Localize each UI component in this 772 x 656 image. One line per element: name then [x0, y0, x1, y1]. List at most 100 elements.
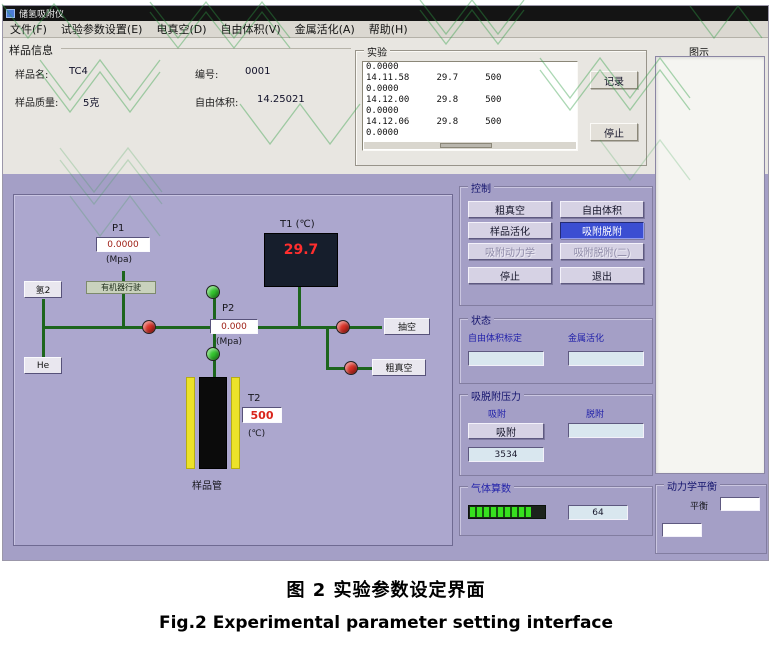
adsorb-label: 吸附: [488, 410, 507, 420]
t2-unit: (℃): [248, 429, 266, 439]
free-volume-value: 14.25021: [257, 94, 305, 105]
p1-label: P1: [112, 223, 125, 234]
valve-p2-green[interactable]: [206, 285, 220, 299]
status-title: 状态: [468, 312, 494, 327]
divider: [61, 48, 351, 49]
gas-led-fill: [470, 507, 531, 517]
pipe-branch-vertical: [326, 328, 329, 370]
sample-name-value: TC4: [69, 66, 88, 77]
gas-title: 气体算数: [468, 480, 514, 495]
pipe-tag-label: 有机器行驶: [86, 281, 156, 294]
experiment-title: 实验: [364, 44, 390, 59]
sample-mass-label: 样品质量:: [15, 98, 59, 109]
valve-rough-vacuum-red[interactable]: [344, 361, 358, 375]
adsorb-button[interactable]: 吸附: [468, 423, 544, 439]
gas-group: 气体算数 64: [459, 480, 653, 536]
caption-chinese: 图 2 实验参数设定界面: [286, 580, 486, 601]
experiment-group: 实验 0.0000 14.11.58 29.7 500 0.0000 14.12…: [355, 44, 647, 166]
window-title: 储氢吸附仪: [19, 10, 65, 20]
sample-id-value: 0001: [245, 66, 271, 77]
menu-bar: 文件(F) 试验参数设置(E) 电真空(D) 自由体积(V) 金属活化(A) 帮…: [3, 21, 768, 38]
display-title: 图示: [689, 48, 709, 59]
balance-field-1[interactable]: [720, 497, 760, 511]
control-rough-vacuum-button[interactable]: 粗真空: [468, 201, 552, 218]
status-free-volume-field[interactable]: [468, 351, 544, 366]
horizontal-scrollbar[interactable]: [364, 142, 576, 149]
p2-unit: (Mpa): [216, 337, 243, 347]
control-title: 控制: [468, 180, 494, 195]
menu-free-volume[interactable]: 自由体积(V): [220, 23, 281, 36]
pipe-he: [42, 328, 45, 359]
desorb-label: 脱附: [586, 410, 605, 420]
p1-unit: (Mpa): [106, 255, 133, 265]
t1-label: T1 (℃): [280, 219, 315, 230]
sample-mass-value: 5克: [83, 98, 100, 109]
menu-test-params[interactable]: 试验参数设置(E): [60, 23, 143, 36]
pipe-h2: [42, 299, 45, 329]
log-line: 0.0000: [366, 62, 399, 72]
log-line: 14.12.00 29.8 500: [366, 95, 502, 105]
log-line: 0.0000: [366, 84, 399, 94]
record-button[interactable]: 记录: [590, 71, 638, 89]
log-line: 14.12.06 29.8 500: [366, 117, 502, 127]
adsorb-pressure-field[interactable]: 3534: [468, 447, 544, 462]
status-free-volume-label: 自由体积标定: [468, 334, 523, 344]
kinetics-title: 动力学平衡: [664, 478, 720, 493]
control-adsorb-desorb-button[interactable]: 吸附脱附: [560, 222, 644, 239]
control-exit-button[interactable]: 退出: [560, 267, 644, 284]
heater-bar-left: [186, 377, 195, 469]
t2-value: 500: [242, 407, 282, 423]
title-bar: 储氢吸附仪: [3, 6, 768, 21]
sample-info-title: 样品信息: [9, 44, 53, 57]
free-volume-label: 自由体积:: [195, 98, 239, 109]
rough-vacuum-box: 粗真空: [372, 359, 426, 376]
control-sample-activation-button[interactable]: 样品活化: [468, 222, 552, 239]
app-window: 储氢吸附仪 文件(F) 试验参数设置(E) 电真空(D) 自由体积(V) 金属活…: [2, 5, 769, 561]
t1-display: 29.7: [264, 233, 338, 287]
sample-tube-label: 样品管: [192, 481, 222, 492]
figure-caption: 图 2 实验参数设定界面 Fig.2 Experimental paramete…: [0, 576, 772, 633]
menu-file[interactable]: 文件(F): [10, 23, 47, 36]
scrollbar-thumb[interactable]: [440, 143, 493, 148]
gas-h2-box: 氢2: [24, 281, 62, 298]
p1-value: 0.0000: [96, 237, 150, 252]
control-adsorption-kinetics-button[interactable]: 吸附动力学: [468, 243, 552, 260]
menu-vacuum[interactable]: 电真空(D): [156, 23, 207, 36]
heater-bar-right: [231, 377, 240, 469]
balance-label: 平衡: [690, 502, 709, 512]
control-adsorb-desorb-2-button[interactable]: 吸附脱附(二): [560, 243, 644, 260]
pressure-title: 吸脱附压力: [468, 388, 524, 403]
sample-id-label: 编号:: [195, 70, 219, 81]
balance-field-2[interactable]: [662, 523, 702, 537]
sample-name-label: 样品名:: [15, 70, 49, 81]
valve-vent-red[interactable]: [336, 320, 350, 334]
status-metal-activation-label: 金属活化: [568, 334, 605, 344]
log-line: 0.0000: [366, 106, 399, 116]
status-metal-activation-field[interactable]: [568, 351, 644, 366]
sample-tube: [199, 377, 227, 469]
gas-led-bar: [468, 505, 546, 519]
kinetics-group: 动力学平衡 平衡: [655, 478, 767, 554]
experiment-log-list[interactable]: 0.0000 14.11.58 29.7 500 0.0000 14.12.00…: [362, 61, 578, 151]
desorb-pressure-field[interactable]: [568, 423, 644, 438]
p2-value: 0.000: [210, 319, 258, 334]
control-free-volume-button[interactable]: 自由体积: [560, 201, 644, 218]
gas-value-field[interactable]: 64: [568, 505, 628, 520]
stop-record-button[interactable]: 停止: [590, 123, 638, 141]
gas-he-box: He: [24, 357, 62, 374]
vent-box: 抽空: [384, 318, 430, 335]
log-line: 0.0000: [366, 128, 399, 138]
menu-metal-activation[interactable]: 金属活化(A): [294, 23, 355, 36]
menu-help[interactable]: 帮助(H): [368, 23, 408, 36]
schematic-panel: P1 0.0000 (Mpa) 有机器行驶 氢2 He P2 0.000 (Mp…: [13, 194, 453, 546]
app-icon: [6, 9, 15, 18]
pressure-group: 吸脱附压力 吸附 脱附 吸附 3534: [459, 388, 653, 476]
control-group: 控制 粗真空 自由体积 样品活化 吸附脱附 吸附动力学 吸附脱附(二) 停止 退…: [459, 180, 653, 306]
valve-sample-green[interactable]: [206, 347, 220, 361]
valve-main-red[interactable]: [142, 320, 156, 334]
control-stop-button[interactable]: 停止: [468, 267, 552, 284]
display-graph-panel: [655, 56, 765, 474]
status-group: 状态 自由体积标定 金属活化: [459, 312, 653, 384]
pipe-t1: [298, 287, 301, 328]
